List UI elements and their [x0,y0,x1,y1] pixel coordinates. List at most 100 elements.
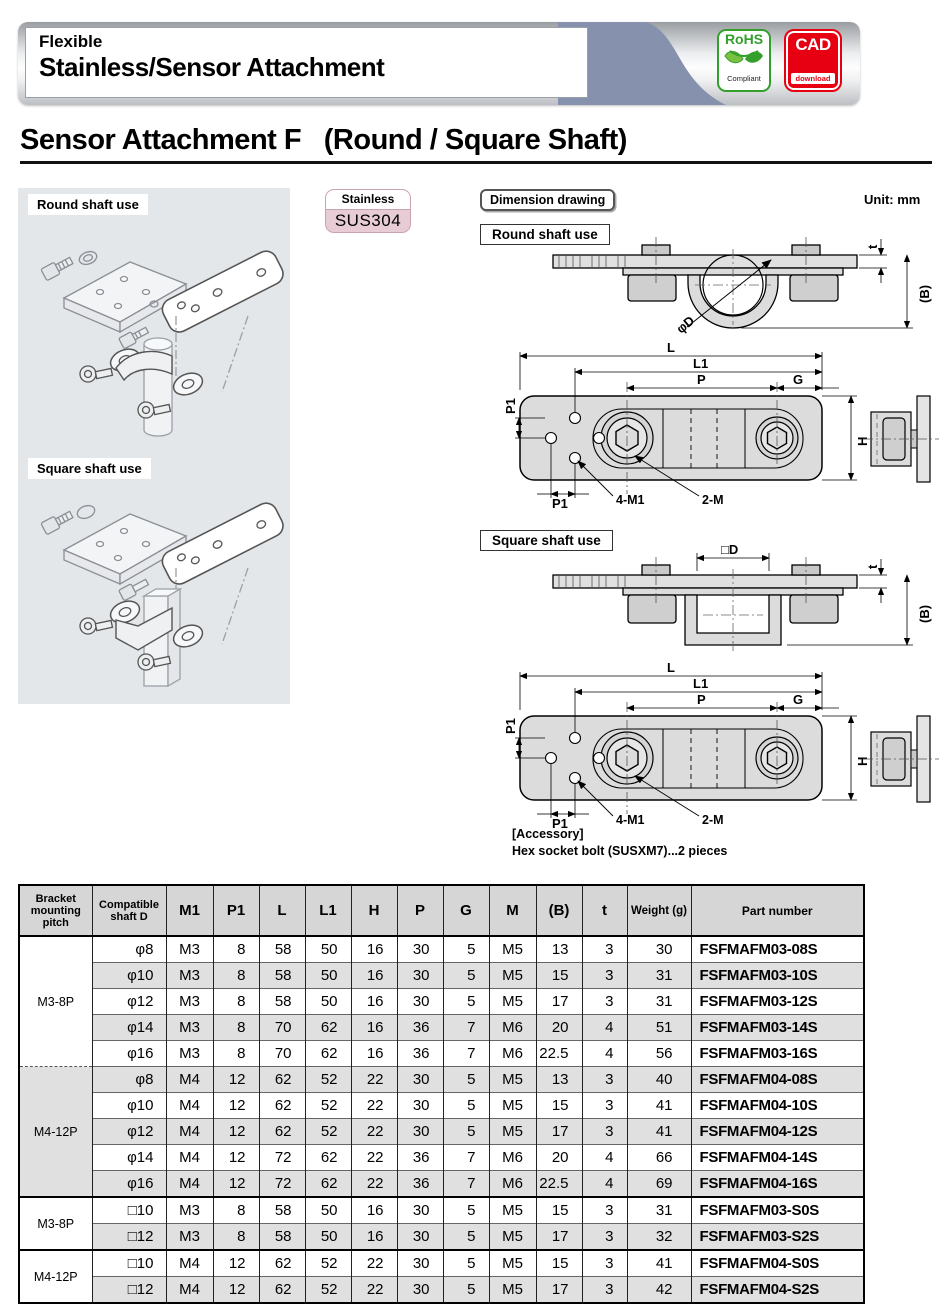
dim-P1-horiz-label: P1 [552,496,568,510]
shaft-d-cell: φ12 [91,1118,166,1145]
part-number-cell: FSFMAFM04-12S [690,1118,864,1145]
spec-value-cell: 52 [304,1249,351,1277]
spec-value-cell: 62 [304,1144,351,1171]
spec-value-cell: 12 [212,1249,259,1277]
dimension-round-label: Round shaft use [480,224,610,245]
isometric-square-drawing [40,502,284,688]
dim-L1-label: L1 [693,676,708,691]
cad-label: CAD [795,35,831,54]
spec-value-cell: 12 [212,1118,259,1145]
spec-value-cell: M3 [165,962,213,989]
spec-value-cell: 58 [258,962,305,989]
spec-value-cell: 41 [626,1092,691,1119]
spec-value-cell: 3 [581,962,627,989]
spec-value-cell: 8 [212,962,259,989]
spec-value-cell: M6 [488,1170,536,1197]
spec-value-cell: 15 [535,1196,582,1224]
spec-value-cell: 8 [212,1196,259,1224]
spec-value-cell: 30 [396,1196,443,1224]
spec-value-cell: 8 [212,1014,259,1041]
rohs-badge: RoHS Compliant [717,29,771,92]
dimension-square-label: Square shaft use [480,530,613,551]
dim-2M-label: 2-M [702,493,724,507]
spec-value-cell: 17 [535,1118,582,1145]
spec-value-cell: 17 [535,1276,582,1303]
page-title: Sensor Attachment F (Round / Square Shaf… [20,124,627,156]
unit-label: Unit: mm [864,192,921,207]
part-number-cell: FSFMAFM04-10S [690,1092,864,1119]
dim-square-d-label: □D [721,545,738,557]
spec-value-cell: 62 [258,1249,305,1277]
spec-value-cell: 3 [581,1223,627,1250]
accessory-text: Hex socket bolt (SUSXM7)...2 pieces [512,844,728,858]
spec-value-cell: M3 [165,1014,213,1041]
spec-value-cell: 5 [442,1118,489,1145]
spec-value-cell: 30 [626,935,691,963]
spec-value-cell: 42 [626,1276,691,1303]
spec-value-cell: M4 [165,1092,213,1119]
column-header: t [581,885,627,937]
column-header: L1 [304,885,351,937]
part-number-cell: FSFMAFM03-S2S [690,1223,864,1250]
part-number-cell: FSFMAFM04-14S [690,1144,864,1171]
spec-value-cell: 16 [350,962,397,989]
spec-value-cell: 8 [212,935,259,963]
cad-download-badge[interactable]: CAD download [784,29,842,92]
spec-value-cell: 12 [212,1092,259,1119]
spec-value-cell: 41 [626,1118,691,1145]
spec-value-cell: 70 [258,1040,305,1067]
cad-download-label: download [791,73,835,84]
bracket-pitch-cell: M3-8P [18,1196,92,1250]
series-title: Stainless/Sensor Attachment [39,52,385,82]
spec-value-cell: M5 [488,1196,536,1224]
assembly-square-label: Square shaft use [28,458,151,479]
spec-value-cell: 66 [626,1144,691,1171]
shaft-d-cell: φ14 [91,1014,166,1041]
spec-value-cell: 8 [212,1223,259,1250]
bracket-pitch-cell: M4-12P [18,1249,92,1303]
column-header: G [442,885,489,937]
material-badge: Stainless SUS304 [325,189,411,233]
spec-value-cell: 70 [258,1014,305,1041]
spec-value-cell: 17 [535,988,582,1015]
accessory-note: [Accessory] Hex socket bolt (SUSXM7)...2… [512,826,727,860]
spec-value-cell: 62 [258,1276,305,1303]
series-title-box: Flexible Stainless/Sensor Attachment [25,27,588,98]
shaft-d-cell: φ12 [91,988,166,1015]
material-badge-value: SUS304 [334,211,402,230]
spec-value-cell: 56 [626,1040,691,1067]
dimension-drawing-label: Dimension drawing [480,189,616,211]
plan-view-round: L L1 P G H P1 P1 4-M1 2-M [503,338,941,515]
spec-value-cell: M5 [488,962,536,989]
shaft-d-cell: □12 [91,1276,166,1303]
spec-value-cell: 62 [258,1118,305,1145]
spec-value-cell: 31 [626,988,691,1015]
spec-value-cell: 62 [304,1170,351,1197]
spec-value-cell: 13 [535,1066,582,1093]
spec-value-cell: 30 [396,1066,443,1093]
dim-P1-vert-label: P1 [505,398,518,414]
spec-value-cell: 30 [396,988,443,1015]
dim-L-label: L [667,340,675,355]
part-number-cell: FSFMAFM04-16S [690,1170,864,1197]
dim-H-label: H [855,437,870,446]
part-number-cell: FSFMAFM03-14S [690,1014,864,1041]
column-header: Compatible shaft D [91,885,166,937]
spec-value-cell: 16 [350,935,397,963]
spec-value-cell: 52 [304,1092,351,1119]
spec-value-cell: 5 [442,1066,489,1093]
spec-value-cell: 52 [304,1118,351,1145]
plan-view-square: L L1 P G H P1 P1 4-M1 2-M [503,658,941,835]
spec-value-cell: 36 [396,1040,443,1067]
dim-t-label: t [865,244,880,249]
spec-value-cell: M6 [488,1040,536,1067]
spec-value-cell: 72 [258,1170,305,1197]
shaft-d-cell: φ16 [91,1170,166,1197]
spec-value-cell: 36 [396,1170,443,1197]
spec-value-cell: 12 [212,1170,259,1197]
spec-value-cell: 7 [442,1040,489,1067]
spec-value-cell: 22 [350,1066,397,1093]
